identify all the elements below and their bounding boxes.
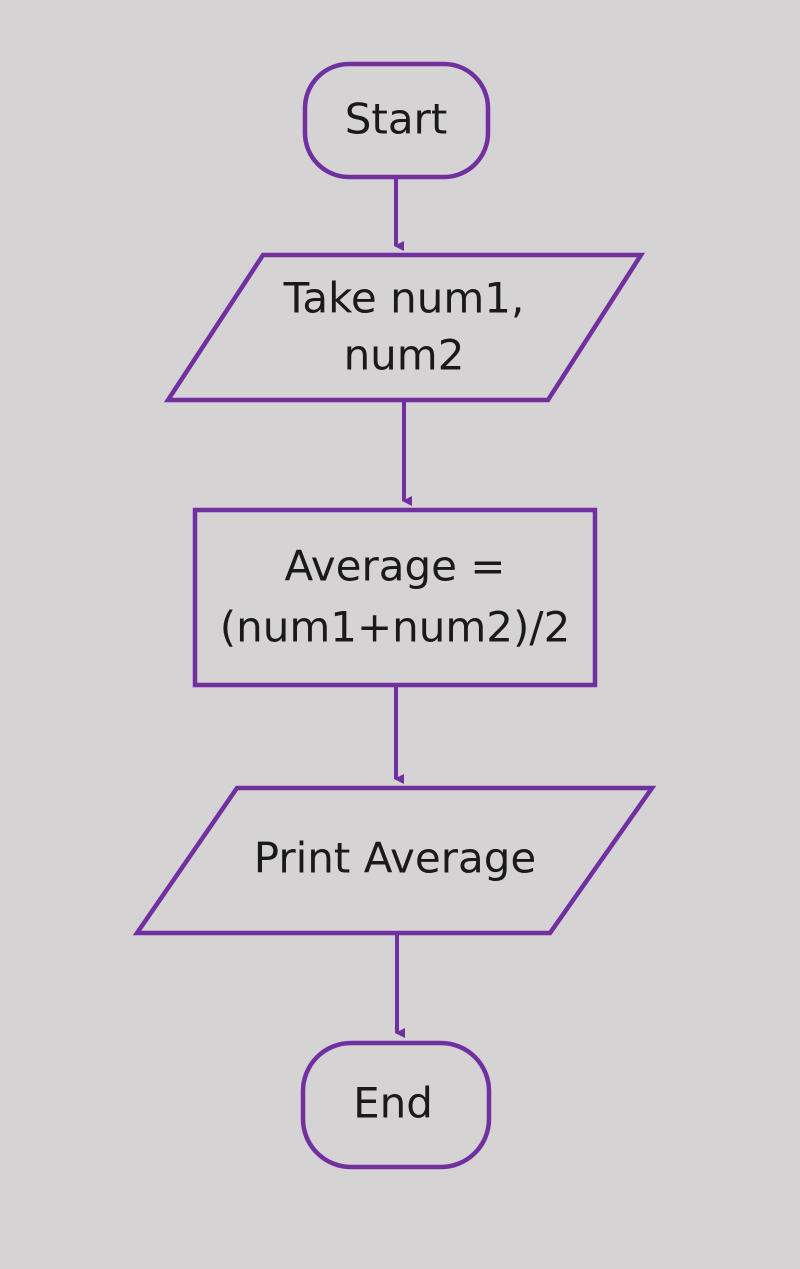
output-parallelogram-shape — [132, 785, 657, 936]
end-label: End — [353, 1079, 433, 1128]
process-label-line-1: Average = — [284, 542, 505, 591]
process-rectangle-shape — [192, 507, 598, 688]
input-label-line-1: Take num1, — [283, 274, 525, 323]
connectors — [394, 178, 412, 1038]
process-label-line-2: (num1+num2)/2 — [220, 603, 571, 652]
output-label: Print Average — [254, 834, 536, 883]
end-terminator-shape — [300, 1040, 492, 1170]
end-node: End — [300, 1040, 492, 1170]
input-node: Take num1, num2 — [163, 252, 646, 403]
start-terminator-shape — [302, 61, 491, 180]
process-node: Average = (num1+num2)/2 — [192, 507, 598, 688]
start-label: Start — [345, 95, 448, 144]
start-node: Start — [302, 61, 491, 180]
input-parallelogram-shape — [163, 252, 646, 403]
input-label-line-2: num2 — [344, 331, 465, 380]
output-node: Print Average — [132, 785, 657, 936]
